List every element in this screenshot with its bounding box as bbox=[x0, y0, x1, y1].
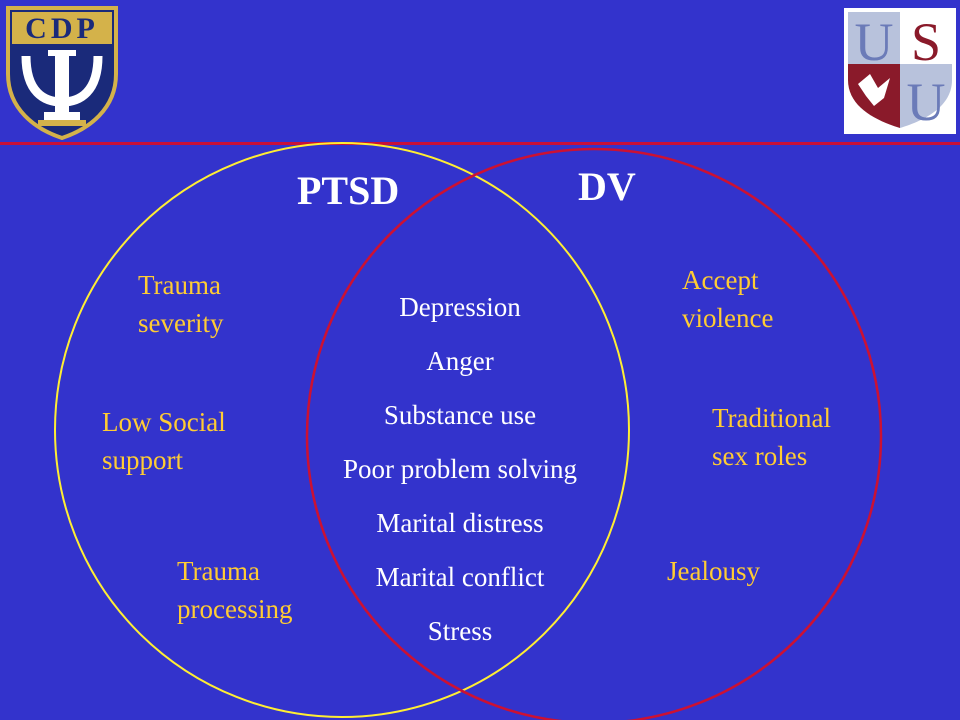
usu-logo-text: USU bbox=[899, 131, 901, 133]
usu-logo: U S U USU bbox=[844, 8, 956, 134]
cdp-logo-text: CDP bbox=[25, 12, 99, 45]
overlap-item: Marital distress bbox=[376, 508, 544, 538]
dv-title: DV bbox=[578, 164, 636, 209]
dv-item-accept-violence: Accept violence bbox=[682, 265, 774, 333]
dv-circle bbox=[305, 147, 883, 720]
ptsd-circle bbox=[54, 142, 630, 718]
ptsd-item-trauma-processing: Trauma processing bbox=[177, 556, 293, 624]
overlap-item: Poor problem solving bbox=[343, 454, 577, 484]
overlap-item: Depression bbox=[399, 292, 521, 322]
cdp-logo: CDP bbox=[4, 4, 120, 141]
psi-column-shield-icon: CDP bbox=[6, 6, 118, 141]
dv-item-traditional-sex-roles: Traditional sex roles bbox=[712, 403, 832, 471]
overlap-item: Substance use bbox=[383, 400, 537, 430]
overlap-item: Stress bbox=[427, 616, 493, 646]
ptsd-item-low-social-support: Low Social support bbox=[102, 407, 226, 475]
usu-letter-u1: U bbox=[855, 12, 894, 72]
overlap-item: Anger bbox=[426, 346, 494, 376]
usu-seal-icon: U S U USU bbox=[844, 8, 956, 134]
overlap-item: Marital conflict bbox=[375, 562, 545, 592]
dv-item-jealousy: Jealousy bbox=[667, 556, 760, 586]
svg-text:U: U bbox=[907, 72, 946, 132]
overlap-list: Depression Anger Substance use Poor prob… bbox=[300, 280, 620, 658]
svg-text:S: S bbox=[911, 12, 941, 72]
ptsd-item-trauma-severity: Trauma severity bbox=[138, 270, 224, 338]
ptsd-title: PTSD bbox=[297, 168, 400, 213]
header-divider bbox=[0, 142, 960, 145]
